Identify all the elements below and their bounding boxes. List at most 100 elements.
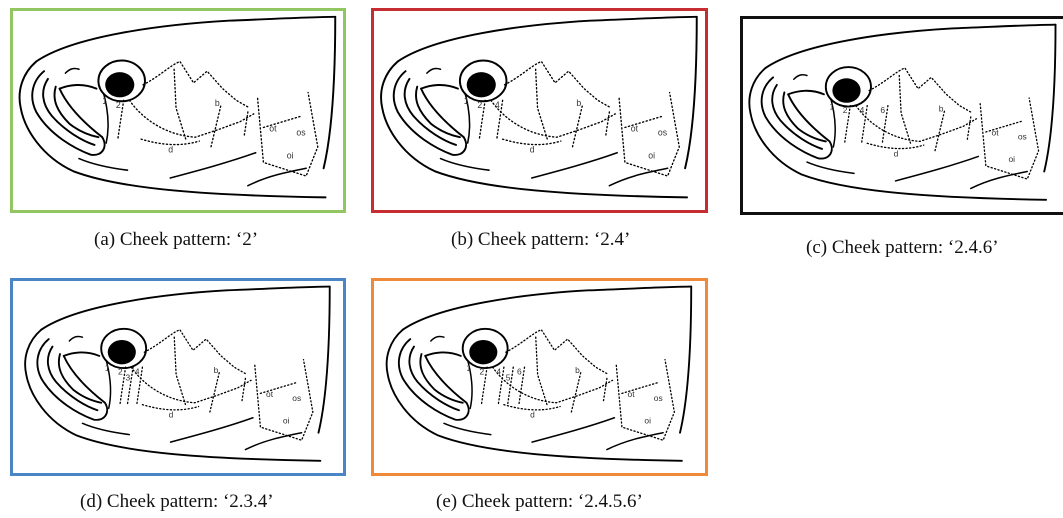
label-ot: ot [628, 389, 636, 399]
nostril [794, 75, 807, 80]
nostril [427, 68, 441, 73]
mouth-top [788, 91, 824, 95]
label-b: b [214, 365, 219, 375]
head-top-outline [41, 287, 329, 330]
canal-cross-2 [606, 112, 610, 137]
opercle-edge [685, 17, 697, 168]
infraorbital-canal [143, 61, 250, 108]
canal-descending [536, 69, 548, 139]
fish-head-diagram-b: 241bdotosoi [374, 11, 705, 210]
caption-b: (b) Cheek pattern: ‘2.4’ [451, 229, 630, 251]
canal-cross [571, 373, 580, 412]
opercular-canal [619, 93, 679, 176]
isthmus-line [245, 433, 301, 450]
label-os: os [654, 393, 663, 403]
label-b: b [939, 103, 944, 113]
cheek-canal-label-1: 1 [830, 101, 835, 111]
caption-a: (a) Cheek pattern: ‘2’ [94, 229, 258, 251]
cheek-canal-label-1: 1 [105, 363, 110, 373]
head-top-outline [36, 17, 335, 62]
label-ot: ot [991, 128, 999, 138]
upper-lip [32, 71, 104, 155]
label-oi: oi [287, 151, 294, 161]
label-d: d [168, 145, 173, 155]
canal-cross [211, 106, 221, 147]
isthmus-line [971, 172, 1027, 189]
isthmus-line [248, 168, 306, 185]
caption-c: (c) Cheek pattern: ‘2.4.6’ [806, 237, 999, 259]
jaw-line-1 [807, 162, 854, 173]
mouth-top [425, 352, 461, 356]
label-ot: ot [631, 123, 639, 133]
cheek-canal-label-4: 4 [495, 100, 500, 110]
mouth-top [60, 85, 97, 89]
canal-cross [573, 106, 583, 147]
cheek-canal-label-2: 2 [477, 100, 482, 110]
label-d: d [169, 410, 174, 420]
lip-inner-1 [772, 85, 822, 149]
opercle-edge [680, 287, 691, 433]
mandibular-canal [129, 100, 253, 137]
label-oi: oi [648, 151, 655, 161]
label-d: d [530, 410, 535, 420]
upper-lip [394, 71, 466, 155]
nostril [65, 68, 79, 73]
jaw-line-1 [440, 159, 489, 171]
lip-inner-1 [43, 79, 94, 145]
fish-head-diagram-d: 2341bdotosoi [13, 281, 343, 473]
opercle-edge [1044, 25, 1055, 172]
canal-cross-2 [242, 378, 246, 402]
canal-cross-2 [967, 117, 971, 141]
label-b: b [215, 98, 220, 108]
cheek-canal-label-2: 2 [480, 367, 485, 377]
nostril [431, 336, 444, 340]
mandibular-canal [856, 106, 977, 142]
cheek-canal-label-6: 6 [517, 367, 522, 377]
label-os: os [292, 393, 301, 403]
cheek-canal-label-4: 4 [860, 105, 865, 115]
jaw-line-2 [532, 153, 617, 178]
jaw-line-2 [895, 156, 978, 180]
lip-inner-1 [409, 347, 459, 411]
upper-lip [399, 339, 469, 420]
mouth-top [421, 85, 458, 89]
mandibular-canal [131, 367, 251, 403]
lip-inner-1 [48, 347, 98, 411]
label-d: d [530, 145, 535, 155]
pupil [467, 72, 496, 97]
opercle-edge [318, 287, 329, 433]
lip-inner-1 [405, 79, 456, 145]
cheek-canal-label-3: 3 [126, 372, 131, 382]
label-oi: oi [644, 415, 651, 425]
cheek-canal-label-2: 2 [843, 105, 848, 115]
canal-cross [935, 111, 944, 151]
label-b: b [576, 98, 581, 108]
label-oi: oi [283, 415, 290, 425]
cheek-canal-label-4: 4 [135, 367, 140, 377]
head-top-outline [766, 25, 1056, 68]
cheek-canal-label-1: 1 [102, 96, 107, 106]
caption-e: (e) Cheek pattern: ‘2.4.5.6’ [436, 491, 643, 513]
jaw-line-2 [170, 153, 255, 178]
canal-descending [174, 337, 185, 404]
label-ot: ot [269, 123, 277, 133]
mandibular-canal [491, 100, 615, 137]
opercular-canal [616, 360, 674, 441]
head-top-outline [403, 287, 691, 330]
pupil [469, 340, 497, 364]
canal-cross [210, 373, 219, 412]
isthmus-line [607, 433, 663, 450]
nostril [69, 336, 82, 340]
jaw-line-2 [171, 418, 253, 442]
opercle-edge [324, 17, 336, 168]
opercular-canal [980, 98, 1038, 179]
cheek-canal-label-5: 5 [506, 372, 511, 382]
opercular-canal [258, 93, 318, 176]
upper-lip [762, 77, 832, 158]
head-top-outline [398, 17, 697, 62]
